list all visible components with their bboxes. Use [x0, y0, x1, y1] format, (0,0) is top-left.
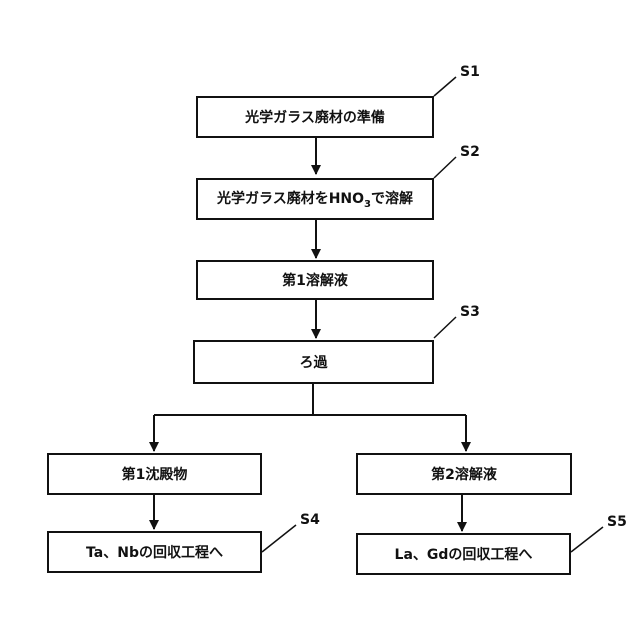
step-label-s1: S1: [460, 64, 480, 80]
box-filtration-label: ろ過: [300, 352, 328, 372]
leader-s2: [434, 157, 456, 178]
leader-s1: [434, 77, 456, 96]
step-label-s5: S5: [607, 514, 627, 530]
box-prepare-label: 光学ガラス廃材の準備: [245, 107, 385, 127]
box-first-solution-label: 第1溶解液: [282, 270, 348, 290]
box-first-precipitate-label: 第1沈殿物: [122, 464, 188, 484]
leader-s4: [262, 525, 296, 552]
box-recover-ta-nb: Ta、Nbの回収工程へ: [47, 531, 262, 573]
box-recover-la-gd: La、Gdの回収工程へ: [356, 533, 571, 575]
dissolve-subscript: 3: [364, 199, 371, 210]
box-second-solution: 第2溶解液: [356, 453, 572, 495]
leader-s3: [434, 317, 456, 338]
box-recover-la-gd-label: La、Gdの回収工程へ: [395, 544, 533, 564]
box-dissolve-label: 光学ガラス廃材をHNO3で溶解: [217, 188, 413, 210]
box-second-solution-label: 第2溶解液: [431, 464, 497, 484]
box-prepare: 光学ガラス廃材の準備: [196, 96, 434, 138]
box-first-solution: 第1溶解液: [196, 260, 434, 300]
dissolve-prefix: 光学ガラス廃材をHNO: [217, 191, 364, 207]
leader-s5: [571, 527, 603, 552]
box-first-precipitate: 第1沈殿物: [47, 453, 262, 495]
step-label-s2: S2: [460, 144, 480, 160]
step-label-s4: S4: [300, 512, 320, 528]
box-filtration: ろ過: [193, 340, 434, 384]
box-recover-ta-nb-label: Ta、Nbの回収工程へ: [86, 542, 223, 562]
step-label-s3: S3: [460, 304, 480, 320]
box-dissolve: 光学ガラス廃材をHNO3で溶解: [196, 178, 434, 220]
dissolve-suffix: で溶解: [371, 191, 413, 207]
